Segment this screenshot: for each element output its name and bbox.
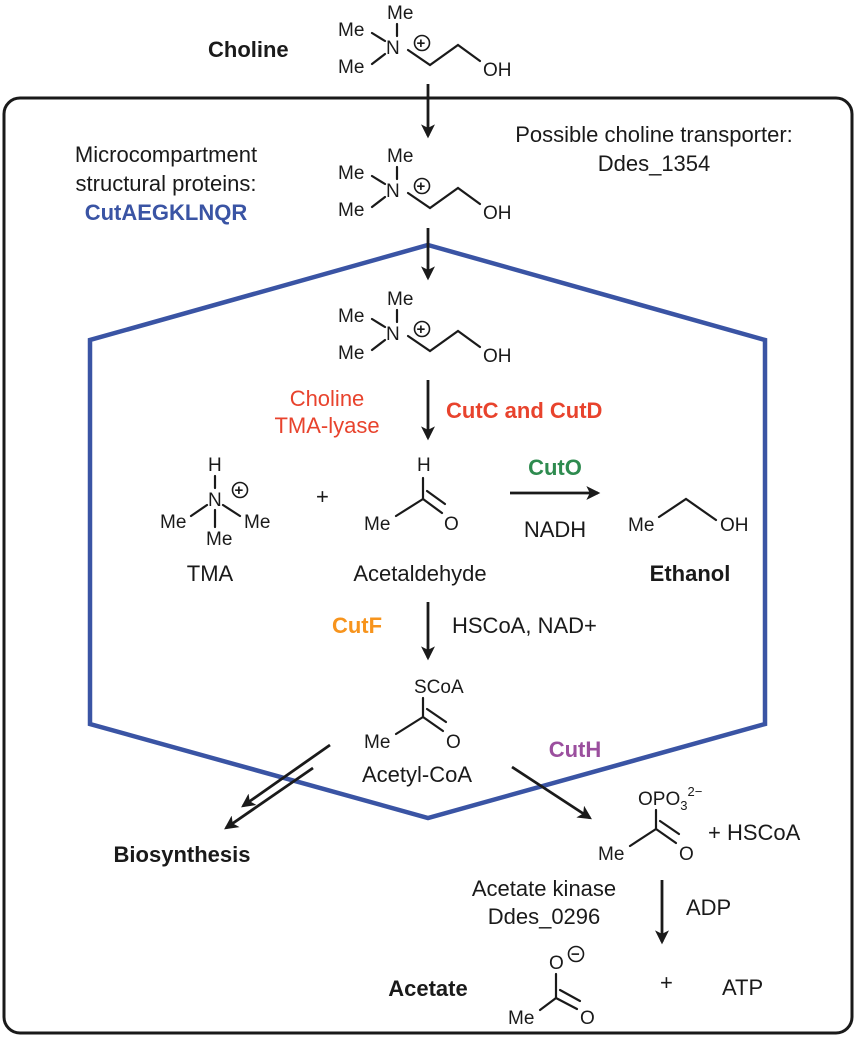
cuth-label: CutH (549, 737, 602, 762)
svg-text:Me: Me (508, 1008, 534, 1029)
svg-text:Me: Me (338, 163, 364, 184)
atp-label: ATP (722, 975, 763, 1000)
acetaldehyde-structure: H Me O (364, 455, 459, 535)
choline-structure-mcp: Me Me Me N + OH (338, 289, 512, 367)
svg-text:OH: OH (720, 515, 749, 536)
acetate-label: Acetate (388, 976, 467, 1001)
acetylcoa-structure: SCoA Me O (364, 677, 464, 753)
svg-text:Me: Me (364, 514, 390, 535)
plus-tma-acetaldehyde: + (316, 484, 329, 509)
cutf-label: CutF (332, 613, 382, 638)
transporter-gene: Ddes_1354 (598, 151, 711, 176)
cutcd-label: CutC and CutD (446, 398, 602, 423)
svg-text:Me: Me (206, 529, 232, 550)
svg-text:O: O (679, 844, 694, 865)
svg-text:N: N (386, 181, 400, 202)
choline-label: Choline (208, 37, 289, 62)
acetate-structure: O − Me O (508, 945, 595, 1029)
svg-text:O: O (580, 1008, 595, 1029)
svg-text:Me: Me (244, 512, 270, 533)
tma-structure: H N + Me Me Me (160, 455, 270, 550)
svg-text:Me: Me (364, 732, 390, 753)
arrow-biosynthesis-2 (224, 766, 314, 830)
svg-text:+: + (235, 482, 244, 499)
svg-text:Me: Me (338, 57, 364, 78)
acetylcoa-label: Acetyl-CoA (362, 762, 472, 787)
svg-text:OH: OH (483, 60, 512, 81)
lyase-label-line2: TMA-lyase (274, 413, 379, 438)
svg-text:SCoA: SCoA (414, 677, 464, 698)
svg-text:Me: Me (338, 200, 364, 221)
svg-text:O: O (446, 732, 461, 753)
svg-text:N: N (386, 324, 400, 345)
svg-text:Me: Me (160, 512, 186, 533)
choline-structure-cytoplasm: Me Me Me N + OH (338, 146, 512, 224)
lyase-label-line1: Choline (290, 386, 365, 411)
choline-structure-outside: Me Me Me N + OH (338, 3, 512, 81)
acetaldehyde-label: Acetaldehyde (353, 561, 486, 586)
biosynthesis-label: Biosynthesis (114, 842, 251, 867)
tma-label: TMA (187, 561, 234, 586)
svg-text:+: + (417, 321, 426, 338)
svg-text:Me: Me (338, 20, 364, 41)
svg-text:H: H (417, 455, 431, 476)
adp-label: ADP (686, 895, 731, 920)
transporter-label: Possible choline transporter: (515, 122, 793, 147)
svg-text:−: − (571, 946, 580, 963)
svg-text:Me: Me (338, 306, 364, 327)
plus-acetate-atp: + (660, 970, 673, 995)
svg-text:Me: Me (338, 343, 364, 364)
ethanol-label: Ethanol (650, 561, 731, 586)
svg-text:OH: OH (483, 346, 512, 367)
svg-text:O: O (549, 953, 564, 974)
arrow-biosynthesis-1 (241, 743, 331, 808)
kinase-label-line1: Acetate kinase (472, 876, 616, 901)
mcp-label-line1: Microcompartment (75, 142, 257, 167)
svg-text:Me: Me (628, 515, 654, 536)
svg-text:H: H (208, 455, 222, 476)
cutf-cofactors: HSCoA, NAD+ (452, 613, 597, 638)
svg-text:+: + (417, 178, 426, 195)
microcompartment-shell (87, 242, 768, 821)
mcp-label-line2: structural proteins: (76, 171, 257, 196)
svg-text:+: + (417, 35, 426, 52)
arrow-cuth (511, 765, 592, 820)
cuto-label: CutO (528, 455, 582, 480)
svg-text:Me: Me (387, 146, 413, 167)
svg-text:N: N (386, 38, 400, 59)
svg-text:Me: Me (387, 289, 413, 310)
svg-text:O: O (444, 514, 459, 535)
nadh-label: NADH (524, 517, 586, 542)
ethanol-structure: Me OH (628, 497, 749, 536)
svg-text:OH: OH (483, 203, 512, 224)
svg-text:Me: Me (598, 844, 624, 865)
hscoa-product: + HSCoA (708, 820, 801, 845)
mcp-genes: CutAEGKLNQR (85, 200, 248, 225)
kinase-label-line2: Ddes_0296 (488, 904, 601, 929)
svg-text:OPO32−: OPO32− (638, 784, 702, 813)
svg-text:Me: Me (387, 3, 413, 24)
svg-text:N: N (208, 490, 222, 511)
acetylphosphate-structure: OPO32− Me O (598, 784, 702, 865)
